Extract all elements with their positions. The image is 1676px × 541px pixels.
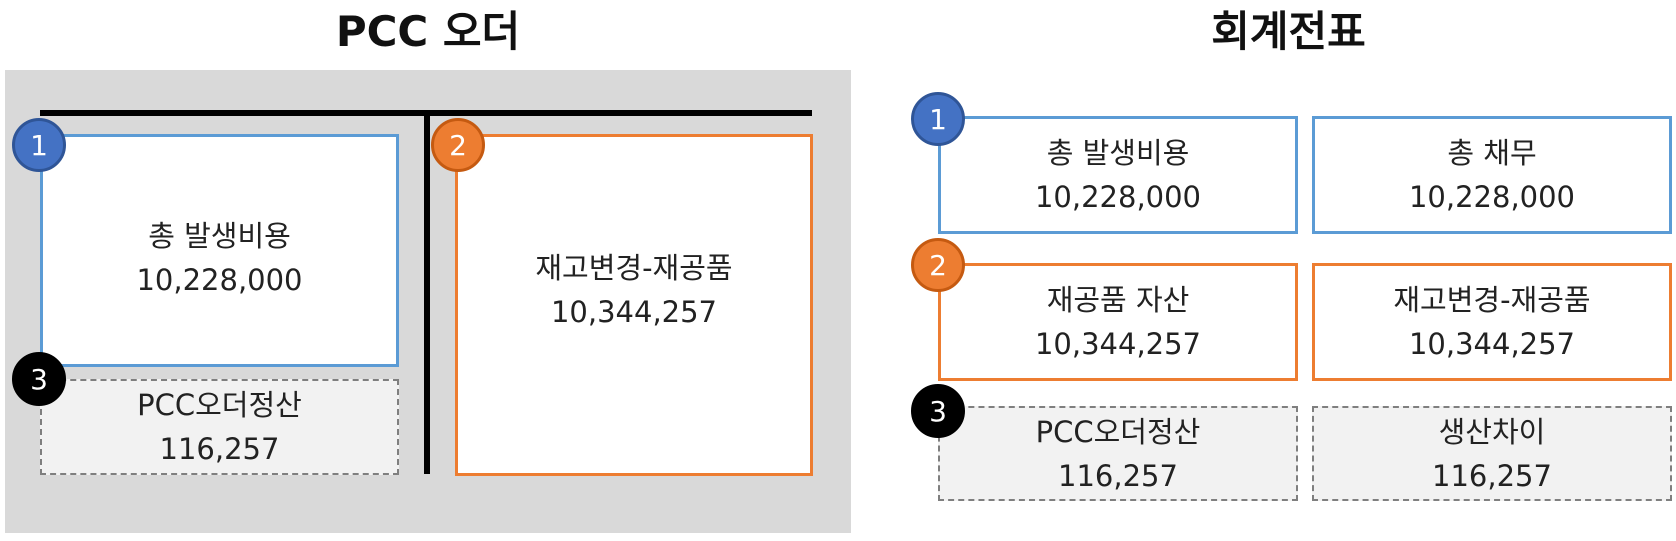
left-total-cost-value: 10,228,000 (136, 262, 303, 297)
right-total-cost-value: 10,228,000 (1034, 180, 1202, 214)
left-settlement-value: 116,257 (159, 432, 280, 466)
right-total-cost-box: 총 발생비용 10,228,000 (938, 116, 1298, 234)
left-inventory-change-value: 10,344,257 (550, 295, 718, 329)
right-total-liability-box: 총 채무 10,228,000 (1312, 116, 1672, 234)
right-inventory-change-label: 재고변경-재공품 (1393, 283, 1591, 317)
accounting-document-title: 회계전표 (1211, 7, 1366, 56)
right-production-variance-label: 생산차이 (1438, 414, 1546, 449)
right-inventory-change-box: 재고변경-재공품 10,344,257 (1312, 263, 1672, 381)
right-production-variance-value: 116,257 (1432, 458, 1552, 493)
left-settlement-label: PCC오더정산 (137, 388, 302, 422)
right-settlement-value: 116,257 (1058, 458, 1178, 493)
right-wip-asset-value: 10,344,257 (1034, 327, 1202, 361)
left-total-cost-box: 총 발생비용 10,228,000 (40, 134, 399, 367)
right-wip-asset-box: 재공품 자산 10,344,257 (938, 263, 1298, 381)
t-account-vertical-bar (424, 110, 430, 474)
right-settlement-box: PCC오더정산 116,257 (938, 406, 1298, 501)
right-production-variance-box: 생산차이 116,257 (1312, 406, 1672, 501)
pcc-order-title: PCC 오더 (335, 7, 521, 56)
right-wip-asset-label: 재공품 자산 (1046, 283, 1190, 317)
right-badge-1: 1 (911, 92, 965, 146)
right-total-liability-label: 총 채무 (1447, 136, 1537, 170)
right-inventory-change-value: 10,344,257 (1408, 327, 1576, 361)
right-settlement-label: PCC오더정산 (1035, 414, 1201, 449)
left-badge-3: 3 (12, 352, 66, 406)
right-total-liability-value: 10,228,000 (1408, 180, 1576, 214)
left-badge-1: 1 (12, 118, 66, 172)
left-inventory-change-label: 재고변경-재공품 (535, 251, 733, 285)
left-total-cost-label: 총 발생비용 (148, 218, 291, 253)
left-inventory-change-box: 재고변경-재공품 10,344,257 (455, 134, 813, 476)
right-total-cost-label: 총 발생비용 (1046, 136, 1190, 170)
left-settlement-box: PCC오더정산 116,257 (40, 379, 399, 475)
right-badge-3: 3 (911, 384, 965, 438)
left-badge-2: 2 (431, 118, 485, 172)
right-badge-2: 2 (911, 238, 965, 292)
